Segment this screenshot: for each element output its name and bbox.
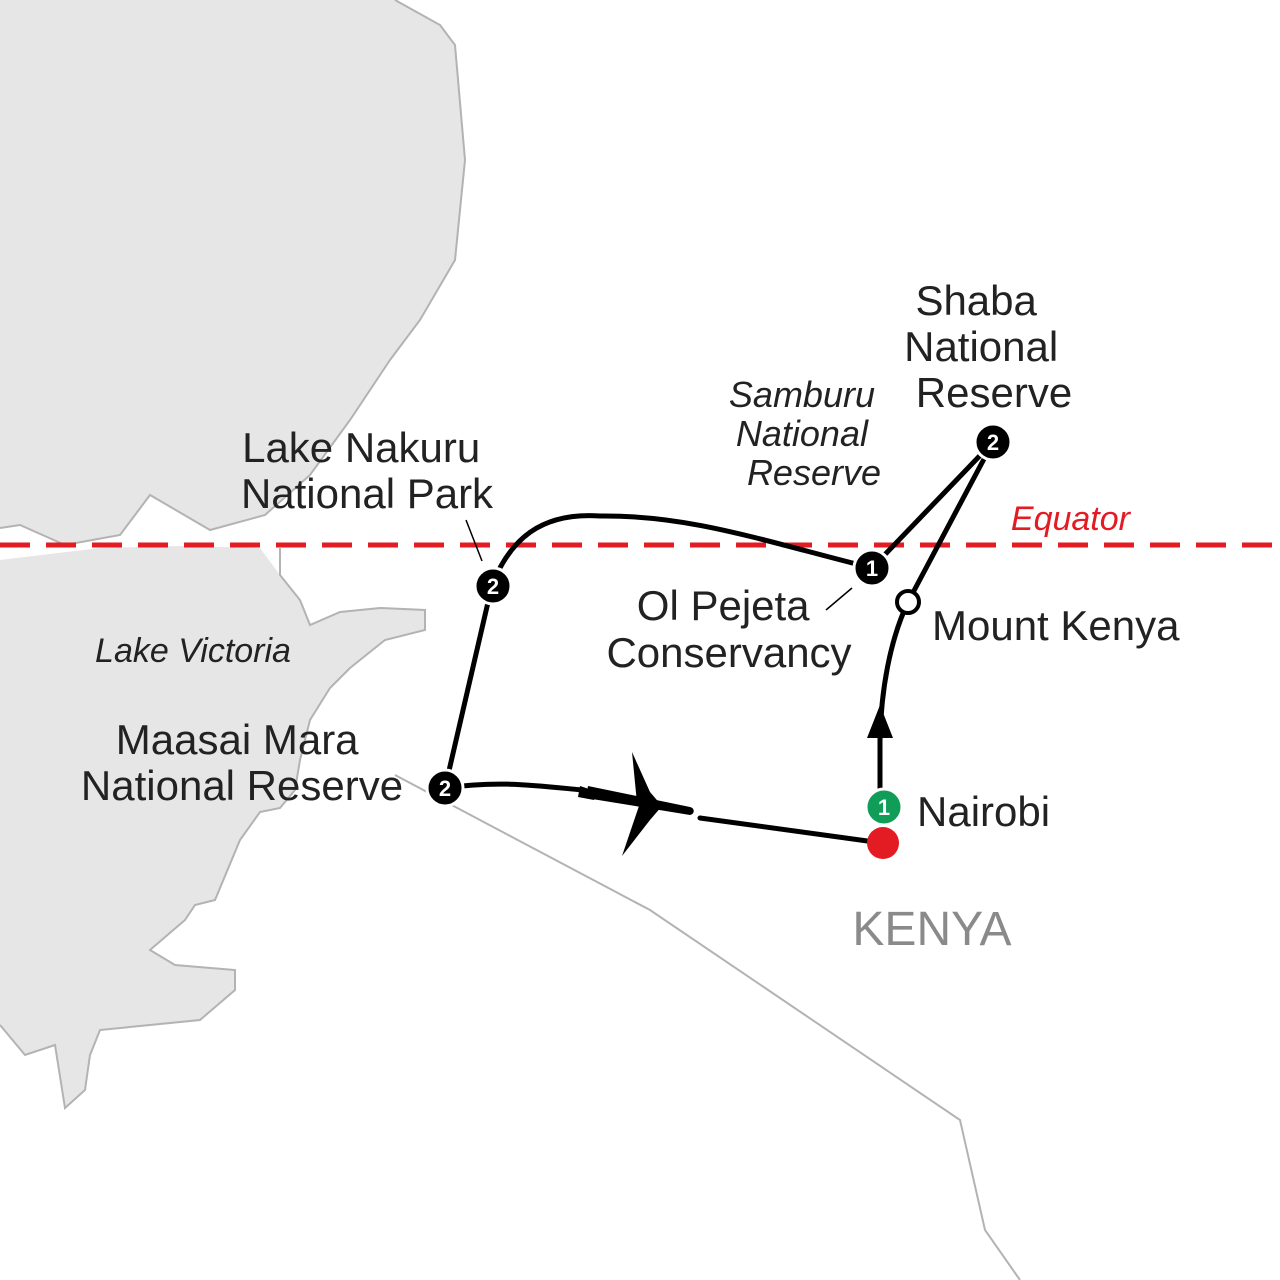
- shaba-label-line: Shaba: [915, 277, 1037, 324]
- mount-kenya-label: Mount Kenya: [932, 602, 1180, 649]
- country-borders: [0, 0, 1021, 1280]
- direction-arrow-icon: [867, 705, 893, 738]
- nakuru-label: Lake Nakuru National Park: [241, 424, 494, 517]
- mount-kenya-marker: [895, 589, 921, 615]
- ol-pejeta-label-line: Conservancy: [606, 629, 851, 676]
- nairobi-end-marker: [867, 827, 899, 859]
- samburu-label: Samburu National Reserve: [729, 374, 885, 493]
- leader-lines: [465, 519, 853, 611]
- nairobi-nights-number: 1: [878, 795, 890, 820]
- tour-route: [442, 439, 996, 846]
- ol-pejeta-marker: 1: [852, 548, 892, 588]
- nairobi-label: Nairobi: [917, 788, 1050, 835]
- maasai-mara-label: Maasai Mara National Reserve: [81, 716, 403, 809]
- shaba-nights-number: 2: [987, 430, 999, 455]
- nakuru-label-line: National Park: [241, 470, 494, 517]
- nakuru-nights-number: 2: [487, 574, 499, 599]
- samburu-label-line: National: [736, 413, 869, 454]
- nakuru-marker: 2: [473, 566, 513, 606]
- country-label: KENYA: [852, 903, 1011, 956]
- equator-label: Equator: [1011, 500, 1132, 538]
- maasai-mara-label-line: Maasai Mara: [116, 716, 359, 763]
- shaba-marker: 2: [973, 422, 1013, 462]
- shaba-label-line: National: [904, 323, 1058, 370]
- shaba-label: Shaba National Reserve: [904, 277, 1072, 416]
- lake-victoria-label: Lake Victoria: [95, 632, 291, 670]
- neighbouring-land: [0, 0, 465, 1108]
- nairobi-start-marker: 1: [864, 787, 904, 827]
- shaba-label-line: Reserve: [916, 369, 1072, 416]
- ol-pejeta-nights-number: 1: [866, 556, 878, 581]
- samburu-label-line: Reserve: [747, 452, 881, 493]
- ol-pejeta-label-line: Ol Pejeta: [637, 582, 810, 629]
- ol-pejeta-label: Ol Pejeta Conservancy: [606, 582, 851, 676]
- samburu-label-line: Samburu: [729, 374, 875, 415]
- maasai-mara-label-line: National Reserve: [81, 762, 403, 809]
- maasai-mara-nights-number: 2: [439, 776, 451, 801]
- maasai-mara-marker: 2: [425, 768, 465, 808]
- nakuru-label-line: Lake Nakuru: [242, 424, 480, 471]
- airplane-icon: [578, 752, 694, 856]
